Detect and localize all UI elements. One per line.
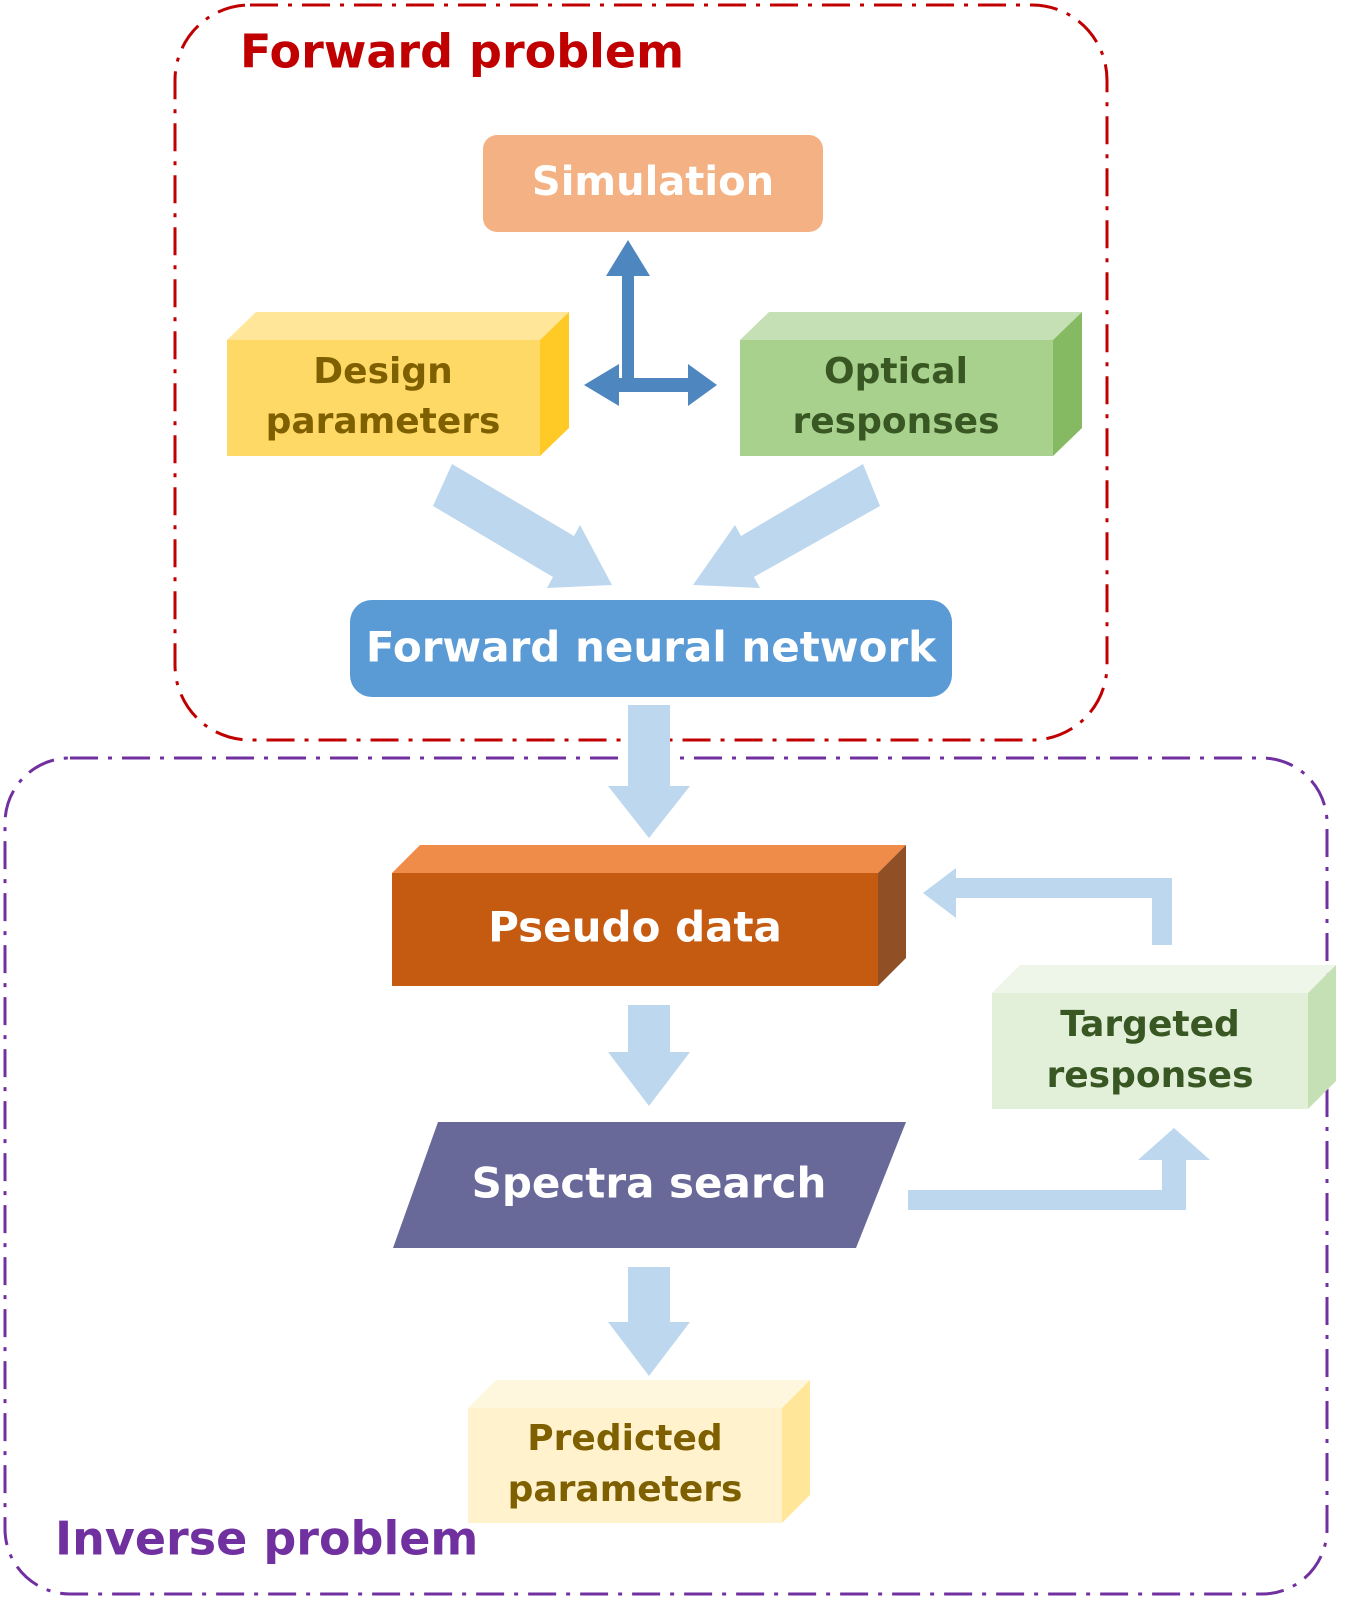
forward-neural-network-box <box>350 600 952 697</box>
design-parameters-label-line1: Design <box>313 351 452 392</box>
spectra-search-to-predicted-arrow <box>608 1267 690 1376</box>
forward-problem-title: Forward problem <box>240 25 684 79</box>
spectra-search-label: Spectra search <box>472 1159 827 1208</box>
simulation-box <box>483 135 823 232</box>
pseudo-data-box <box>392 845 906 986</box>
simulation-label: Simulation <box>532 159 774 205</box>
pseudo-data-to-spectra-search-arrow <box>608 1005 690 1106</box>
inverse-problem-title: Inverse problem <box>55 1512 478 1566</box>
fnn-to-pseudo-data-arrow <box>608 705 690 838</box>
targeted-responses-box <box>992 965 1336 1109</box>
pseudo-data-label: Pseudo data <box>488 903 782 952</box>
optical-responses-label-line1: Optical <box>824 351 968 392</box>
simulation-connector-arrow <box>584 240 717 406</box>
targeted-responses-label-line2: responses <box>1047 1055 1254 1096</box>
spectra-search-to-targeted-arrow <box>908 1128 1210 1210</box>
predicted-parameters-label-line1: Predicted <box>527 1418 722 1459</box>
optical-responses-label-line2: responses <box>793 401 1000 442</box>
spectra-search-box <box>393 1122 906 1248</box>
predicted-parameters-label-line2: parameters <box>508 1469 743 1510</box>
design-parameters-box <box>227 312 569 456</box>
targeted-to-pseudo-data-arrow <box>923 868 1172 945</box>
design-parameters-label-line2: parameters <box>266 401 501 442</box>
optical-to-fnn-arrow <box>693 464 880 588</box>
forward-neural-network-label: Forward neural network <box>366 623 937 672</box>
targeted-responses-label-line1: Targeted <box>1060 1004 1240 1045</box>
optical-responses-box <box>740 312 1082 456</box>
design-to-fnn-arrow <box>433 464 612 588</box>
predicted-parameters-box <box>468 1380 810 1523</box>
